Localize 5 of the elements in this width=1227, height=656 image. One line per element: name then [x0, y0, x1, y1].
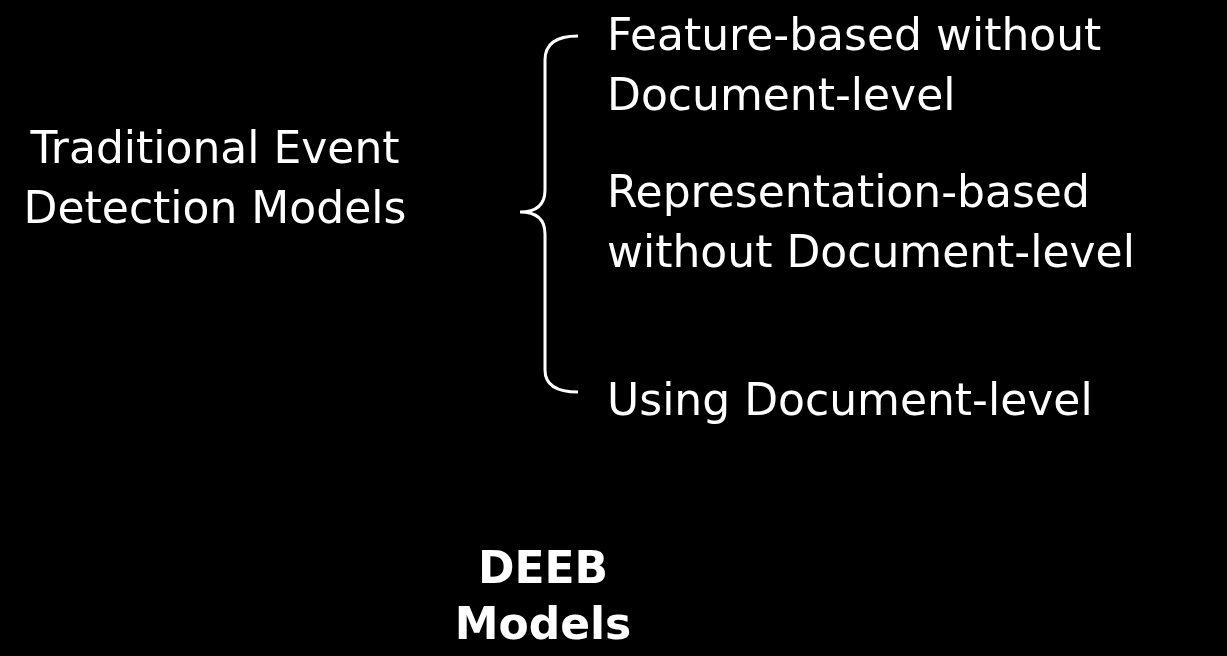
category-label: Traditional Event Detection Models	[22, 121, 408, 235]
subcategory-label: Representation-based without Document-level	[607, 165, 1136, 279]
category-label: DEEB Models	[453, 541, 633, 651]
subcategory-label: Feature-based without Document-level	[607, 8, 1103, 122]
subcategory-label: Using Document-level	[607, 373, 1094, 427]
